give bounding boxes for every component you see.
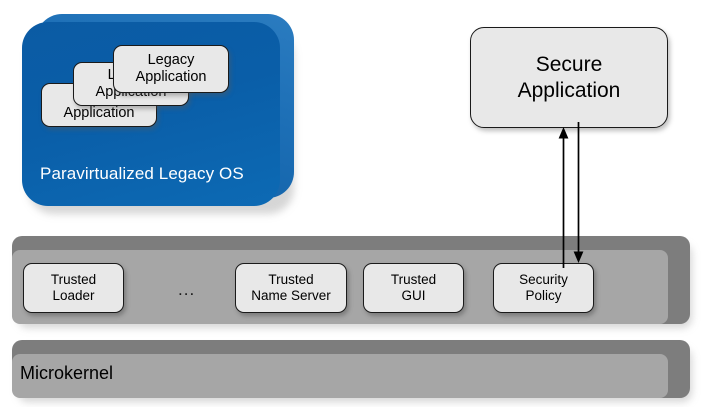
trusted-name-server-box[interactable]: Trusted Name Server <box>235 263 347 313</box>
secure-application-box[interactable]: Secure Application <box>470 27 668 128</box>
legacy-vm-label: Paravirtualized Legacy OS <box>40 164 244 183</box>
security-policy-text: Security Policy <box>519 272 568 304</box>
security-policy-box[interactable]: Security Policy <box>493 263 594 313</box>
trusted-loader-line1: Trusted <box>50 272 97 287</box>
trusted-name-server-line1: Trusted <box>268 272 314 287</box>
microkernel-layer <box>12 340 692 402</box>
arrow-down-to-security-policy <box>573 122 584 263</box>
legacy-application-box-3-line2: Application <box>63 105 135 121</box>
security-policy-line2: Policy <box>525 288 562 303</box>
connection-arrows <box>558 122 584 268</box>
trusted-gui-box[interactable]: Trusted GUI <box>363 263 464 313</box>
trusted-loader-box[interactable]: Trusted Loader <box>23 263 124 313</box>
microkernel-label: Microkernel <box>20 363 114 383</box>
legacy-application-box-1[interactable]: Legacy Application <box>113 45 229 93</box>
trusted-loader-line2: Loader <box>52 288 95 303</box>
secure-application-text: Secure Application <box>518 52 621 104</box>
secure-application-line2: Application <box>517 78 621 102</box>
trusted-name-server-text: Trusted Name Server <box>251 272 331 304</box>
legacy-application-box-1-line1: Legacy <box>147 52 195 68</box>
security-policy-line1: Security <box>519 272 568 287</box>
arrow-up-to-secure-application <box>558 127 569 268</box>
secure-application-line1: Secure <box>535 52 603 76</box>
microkernel-layer-face <box>12 354 668 398</box>
trusted-name-server-line2: Name Server <box>251 288 331 303</box>
legacy-application-box-1-line2: Application <box>135 69 207 85</box>
trusted-gui-line1: Trusted <box>390 272 437 287</box>
legacy-application-box-1-text: Legacy Application <box>136 52 207 86</box>
trusted-gui-text: Trusted GUI <box>391 272 436 304</box>
trusted-loader-text: Trusted Loader <box>51 272 96 304</box>
trusted-gui-line2: GUI <box>401 288 426 303</box>
services-ellipsis: ... <box>178 280 196 299</box>
